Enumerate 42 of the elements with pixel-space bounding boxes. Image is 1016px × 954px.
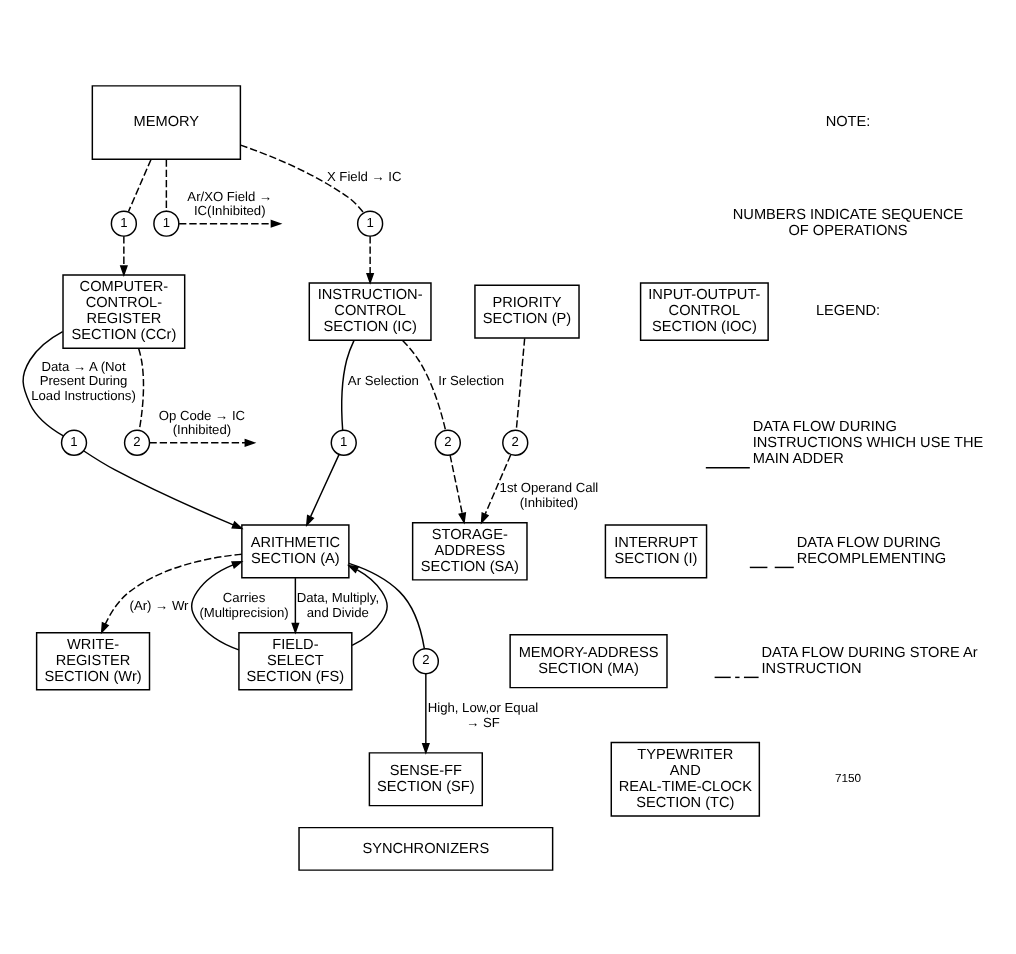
- arrow: [190, 559, 244, 650]
- node-box: ARITHMETIC SECTION (A): [241, 523, 350, 578]
- connector: [22, 329, 65, 436]
- node-box: WRITE- REGISTER SECTION (Wr): [35, 630, 151, 690]
- arrow: [119, 234, 128, 276]
- arrow: [421, 672, 430, 754]
- connector: [401, 338, 447, 430]
- label: NOTE:: [825, 111, 871, 130]
- legend-label: DATA FLOW DURING STORE Ar INSTRUCTION: [761, 641, 978, 676]
- legend-label: DATA FLOW DURING INSTRUCTIONS WHICH USE THE MAIN ADDER: [752, 416, 984, 467]
- label: LEGEND:: [815, 300, 881, 319]
- arrow: [83, 449, 244, 529]
- connector: [341, 338, 355, 430]
- connector: [165, 157, 168, 211]
- connector: [239, 143, 365, 213]
- node-box: INSTRUCTION- CONTROL SECTION (IC): [308, 281, 432, 340]
- arrow: [178, 218, 283, 227]
- arrow: [148, 437, 257, 446]
- connector: [127, 157, 152, 212]
- legend-label: DATA FLOW DURING RECOMPLEMENTING: [796, 531, 947, 567]
- node-box: FIELD- SELECT SECTION (FS): [238, 630, 353, 690]
- connector: [515, 336, 526, 430]
- connector: [348, 561, 426, 649]
- node-box: PRIORITY SECTION (P): [474, 283, 580, 338]
- node-box: MEMORY: [91, 84, 242, 159]
- arrow: [366, 234, 375, 284]
- node-box: SENSE-FF SECTION (SF): [368, 751, 483, 806]
- arrow: [291, 576, 300, 634]
- node-box: TYPEWRITER AND REAL-TIME-CLOCK SECTION (TC): [610, 740, 761, 816]
- arrow: [346, 563, 388, 646]
- arrow: [100, 552, 243, 634]
- node-box: STORAGE- ADDRESS SECTION (SA): [411, 520, 528, 580]
- connector: [137, 346, 145, 430]
- arrow: [480, 453, 512, 524]
- node-box: SYNCHRONIZERS: [298, 825, 554, 870]
- arrow: [305, 452, 340, 526]
- label: NUMBERS INDICATE SEQUENCE OF OPERATIONS: [732, 204, 964, 239]
- node-box: INTERRUPT SECTION (I): [604, 523, 708, 578]
- node-box: INPUT-OUTPUT- CONTROL SECTION (IOC): [639, 281, 769, 340]
- arrow: [449, 453, 467, 524]
- node-box: MEMORY-ADDRESS SECTION (MA): [509, 633, 668, 688]
- node-box: COMPUTER- CONTROL- REGISTER SECTION (CCr): [62, 273, 186, 348]
